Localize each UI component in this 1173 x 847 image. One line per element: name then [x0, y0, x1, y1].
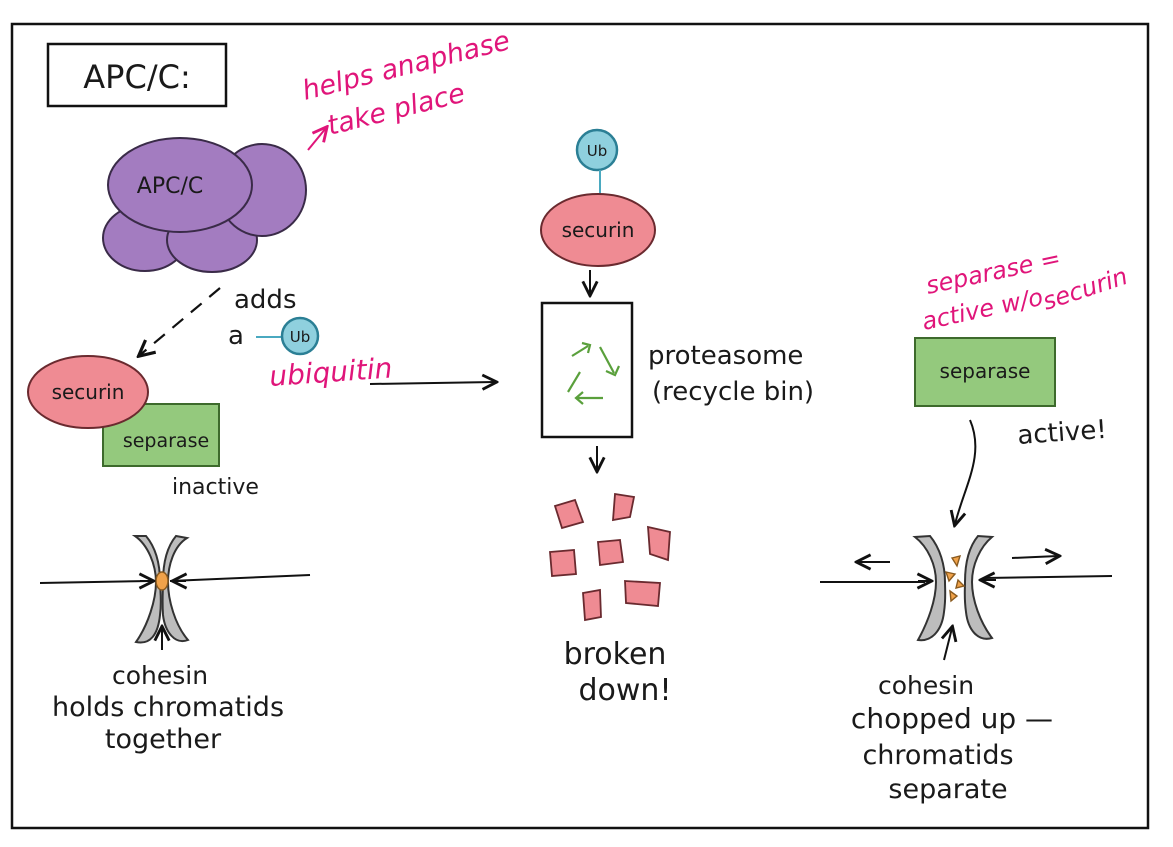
securin-fragments — [549, 492, 671, 622]
separase-inactive: separase — [102, 403, 220, 467]
apc-label: APC/C — [137, 174, 203, 199]
securin-middle: securin — [540, 193, 656, 267]
proteasome-bin — [540, 301, 634, 439]
title-box: APC/C: — [46, 42, 228, 108]
ub-circle-left: Ub — [280, 316, 320, 356]
securin-left: securin — [27, 355, 149, 429]
chromosome-right — [820, 534, 1113, 642]
right-caption-line2: chromatids — [862, 740, 1013, 771]
separase-to-chromosome-arrow — [955, 419, 977, 524]
cohesin-fragments — [944, 555, 966, 603]
separase-active: separase — [914, 337, 1056, 407]
active-label: active! — [1016, 415, 1107, 451]
apc-complex: APC/C — [102, 137, 307, 273]
cohesin-left-ring — [155, 571, 169, 591]
right-caption-line3: separate — [888, 774, 1007, 805]
apc-to-securin-arrow — [140, 287, 221, 355]
ub-circle-middle: Ub — [575, 128, 619, 172]
ubiquitin-label: ubiquitin — [268, 351, 393, 393]
adds-a-text: a — [228, 321, 244, 351]
ub-label-left: Ub — [290, 328, 311, 346]
separase-inactive-label: separase — [123, 430, 209, 452]
pull-right-arrow — [1011, 556, 1058, 558]
chromosome-left — [39, 534, 311, 644]
separase-active-label: separase — [940, 359, 1031, 383]
recycle-bin-label: (recycle bin) — [652, 377, 814, 407]
title-text: APC/C: — [83, 58, 190, 96]
apc-note-arrow — [307, 128, 326, 151]
cohesin-right-label: cohesin — [878, 671, 974, 700]
cohesin-left-label: cohesin — [112, 661, 208, 690]
ub-label-middle: Ub — [587, 142, 608, 160]
outer-frame — [10, 22, 1150, 830]
broken-label: broken — [564, 637, 667, 672]
left-caption-line1: holds chromatids — [52, 692, 284, 723]
adds-text: adds — [234, 285, 297, 315]
cohesin-right-arrow — [944, 628, 952, 661]
securin-middle-label: securin — [562, 218, 635, 242]
proteasome-label: proteasome — [648, 341, 803, 371]
to-proteasome-arrow — [369, 382, 495, 384]
inactive-label: inactive — [172, 475, 259, 500]
right-caption-line1: chopped up — — [851, 702, 1053, 735]
down-label: down! — [579, 673, 672, 708]
recycle-icon — [567, 341, 621, 405]
left-caption-line2: together — [105, 724, 222, 755]
securin-left-label: securin — [52, 380, 125, 404]
